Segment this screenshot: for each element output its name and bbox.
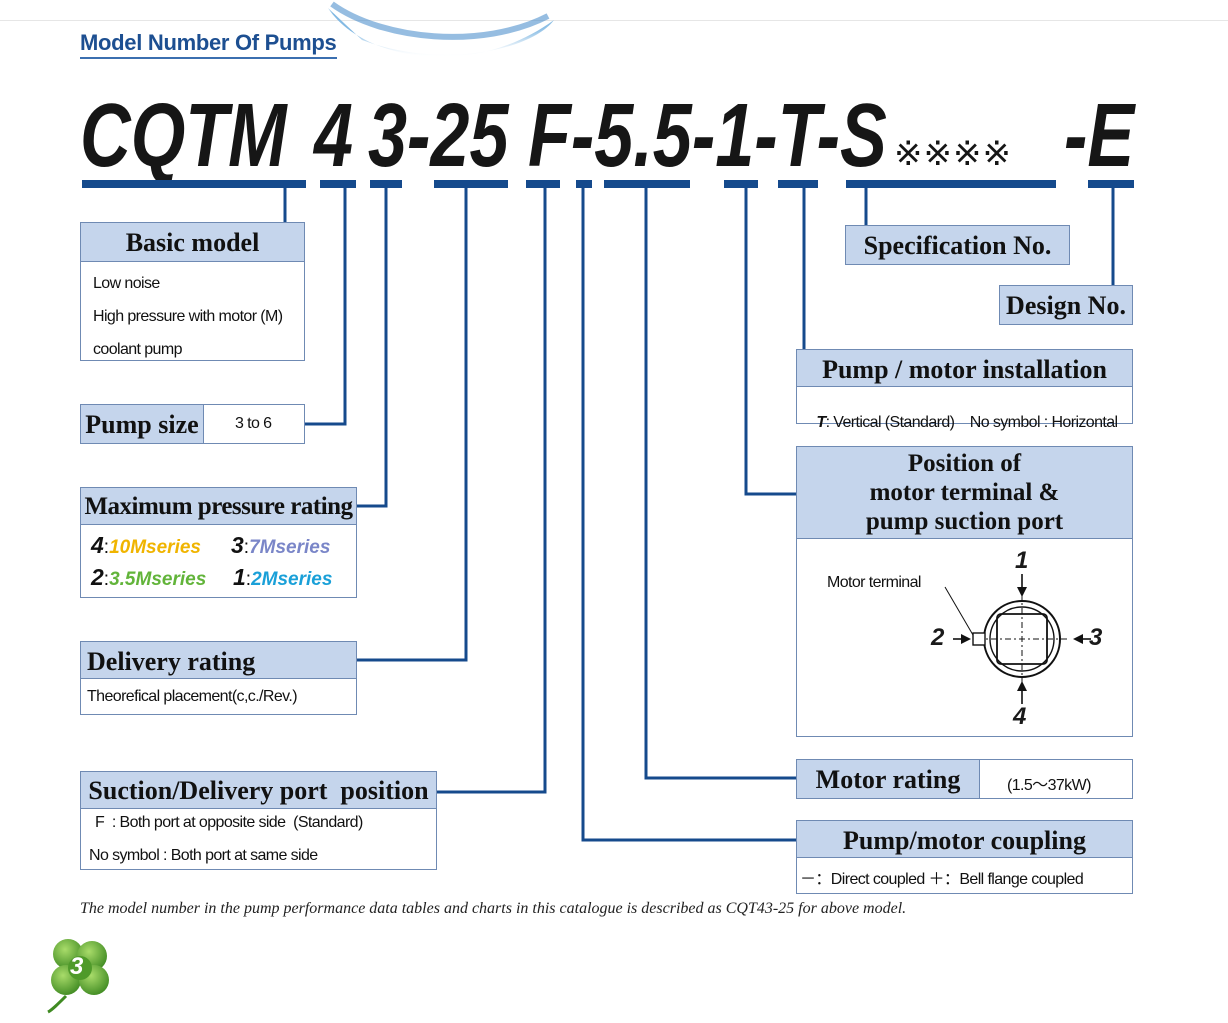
code-segment-size: 4 xyxy=(314,86,354,186)
design-header: Design No. xyxy=(1000,286,1132,324)
motor-rating-header: Motor rating xyxy=(797,760,980,798)
delivery-line-1: Theorefical placement(c,c./Rev.) xyxy=(87,688,298,705)
max-pressure-box: Maximum pressure rating 4:10Mseries 3:7M… xyxy=(80,487,357,598)
underline-design xyxy=(1088,180,1134,188)
port-position-header: Suction/Delivery port position xyxy=(81,772,436,809)
code-segment-design: -E xyxy=(1064,86,1135,186)
installation-text: T: Vertical (Standard) No symbol : Horiz… xyxy=(801,396,1118,450)
terminal-box: Position of motor terminal & pump suctio… xyxy=(796,446,1133,737)
pressure-item-4: 4:10Mseries xyxy=(91,532,201,558)
basic-model-line-2: High pressure with motor (M) xyxy=(93,308,283,325)
underline-spec xyxy=(846,180,1056,188)
basic-model-line-1: Low noise xyxy=(93,275,160,292)
underline-delivery xyxy=(434,180,508,188)
pump-size-value: 3 to 6 xyxy=(235,415,272,432)
terminal-position-1: 1 xyxy=(1015,547,1029,574)
pump-size-box: Pump size 3 to 6 xyxy=(80,404,305,444)
decorative-swoosh xyxy=(328,1,554,57)
max-pressure-header: Maximum pressure rating xyxy=(81,488,356,525)
pressure-label-7m: 7Mseries xyxy=(249,537,331,558)
port-position-line-2: No symbol : Both port at same side xyxy=(89,847,318,864)
coupling-text: －：Direct coupled ＋：Bell flange coupled xyxy=(800,871,1084,888)
connector-delivery xyxy=(357,186,468,662)
connector-terminal xyxy=(744,186,796,496)
code-segment-basic: CQTM xyxy=(80,86,287,186)
motor-terminal-label: Motor terminal xyxy=(827,574,921,591)
connector-motor xyxy=(644,186,796,780)
installation-code: T xyxy=(816,414,826,431)
code-spec-marks: ※※※※ xyxy=(894,135,1012,173)
port-position-box: Suction/Delivery port position F : Both … xyxy=(80,771,437,870)
installation-header: Pump / motor installation xyxy=(797,350,1132,387)
specification-box: Specification No. xyxy=(845,225,1070,265)
basic-model-header: Basic model xyxy=(81,223,304,262)
pressure-code-1: 1 xyxy=(233,564,246,590)
terminal-position-2: 2 xyxy=(931,624,945,651)
underline-installation xyxy=(778,180,818,188)
underline-port xyxy=(526,180,560,188)
pressure-code-3: 3 xyxy=(231,532,244,558)
basic-model-line-3: coolant pump xyxy=(93,341,182,358)
delivery-header: Delivery rating xyxy=(81,642,356,679)
terminal-position-3: 3 xyxy=(1089,624,1103,651)
installation-description: : Vertical (Standard) No symbol : Horizo… xyxy=(825,414,1119,431)
pressure-code-4: 4 xyxy=(91,532,104,558)
connector-coupling xyxy=(581,186,796,842)
page-title: Model Number Of Pumps xyxy=(80,30,337,59)
underline-coupling xyxy=(576,180,592,188)
connector-port xyxy=(437,186,547,794)
installation-box: Pump / motor installation T: Vertical (S… xyxy=(796,349,1133,431)
underline-terminal xyxy=(724,180,758,188)
pressure-item-3: 3:7Mseries xyxy=(231,532,331,558)
terminal-position-diagram xyxy=(944,574,1091,704)
delivery-box: Delivery rating Theorefical placement(c,… xyxy=(80,641,357,715)
terminal-header-line-3: pump suction port xyxy=(865,508,1064,535)
connector-size xyxy=(304,186,347,426)
connector-pressure xyxy=(357,186,388,508)
terminal-header-line-2: motor terminal & xyxy=(869,479,1060,506)
underline-motor xyxy=(604,180,690,188)
underline-pressure xyxy=(370,180,402,188)
clover-icon xyxy=(47,939,109,1014)
coupling-box: Pump/motor coupling －：Direct coupled ＋：B… xyxy=(796,820,1133,894)
top-rule xyxy=(0,20,1228,21)
code-segment-options: F-5.5-1-T-S xyxy=(528,86,887,186)
port-position-line-1: F : Both port at opposite side (Standard… xyxy=(95,814,363,831)
code-segment-pressure-delivery: 3-25 xyxy=(368,86,509,186)
coupling-header: Pump/motor coupling xyxy=(797,821,1132,858)
specification-header: Specification No. xyxy=(846,226,1069,264)
pressure-label-2m: 2Mseries xyxy=(251,569,333,590)
pump-size-header: Pump size xyxy=(81,405,204,443)
pressure-label-10m: 10Mseries xyxy=(109,537,201,558)
footnote: The model number in the pump performance… xyxy=(80,900,907,917)
design-box: Design No. xyxy=(999,285,1133,325)
pressure-code-2: 2 xyxy=(91,564,104,590)
motor-rating-box: Motor rating (1.5～37kW) xyxy=(796,759,1133,799)
basic-model-box: Basic model Low noise High pressure with… xyxy=(80,222,305,361)
underline-basic xyxy=(82,180,306,188)
underline-size xyxy=(320,180,356,188)
pressure-item-2: 2:3.5Mseries xyxy=(91,564,207,590)
terminal-position-4: 4 xyxy=(1013,703,1027,730)
motor-rating-value: (1.5～37kW) xyxy=(1007,777,1091,794)
pressure-item-1: 1:2Mseries xyxy=(233,564,333,590)
terminal-header-line-1: Position of xyxy=(907,450,1022,477)
page-number: 3 xyxy=(70,953,84,980)
terminal-header: Position of motor terminal & pump suctio… xyxy=(797,447,1132,539)
pressure-label-3-5m: 3.5Mseries xyxy=(109,569,207,590)
